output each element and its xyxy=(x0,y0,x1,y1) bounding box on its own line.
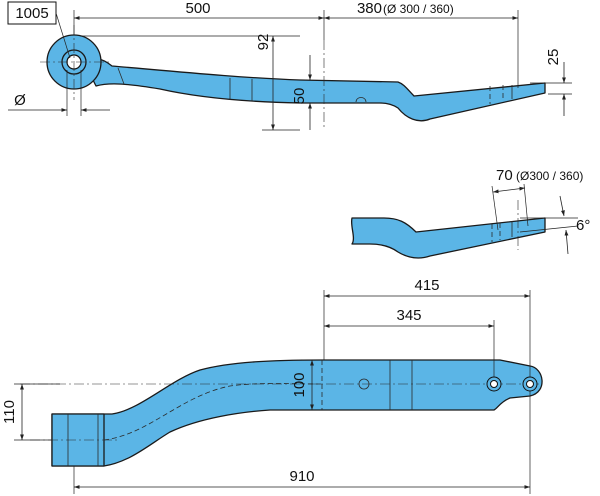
dim-label-110: 110 xyxy=(1,400,18,424)
dim-label-345: 345 xyxy=(396,307,421,324)
spring-leaf-body xyxy=(85,58,546,122)
center-hole xyxy=(358,378,370,390)
side-hidden-curve xyxy=(103,383,323,441)
dim-line-angle-top xyxy=(559,195,565,217)
dim-label-angle: 6° xyxy=(576,217,590,234)
hole-near-inner xyxy=(490,380,498,388)
eye-boss-side xyxy=(51,413,105,467)
center-bolt-mark xyxy=(355,97,367,103)
extension-line xyxy=(491,185,499,231)
dim-label-50: 50 xyxy=(291,88,308,105)
dim-label-415: 415 xyxy=(414,277,439,294)
dim-label-100: 100 xyxy=(291,372,308,397)
dim-line-angle-bottom xyxy=(564,229,569,255)
tip-detail-view: 70 (Ø300 / 360) 6° xyxy=(350,167,590,259)
dim-label-910: 910 xyxy=(289,468,314,485)
part-number: 1005 xyxy=(15,5,48,22)
hole-far-inner xyxy=(526,380,534,388)
top-view: 1005 500 380 (Ø 300 / 360) 92 50 25 Ø xyxy=(7,0,572,131)
tip-detail-body xyxy=(350,217,546,259)
dim-label-380: 380 xyxy=(357,0,382,17)
part-number-leader xyxy=(55,12,71,59)
extension-line xyxy=(519,225,579,233)
dim-label-70: 70 xyxy=(496,167,513,184)
dim-label-70-suffix: (Ø300 / 360) xyxy=(516,169,583,183)
dim-label-25: 25 xyxy=(545,49,562,66)
diameter-symbol: Ø xyxy=(14,92,26,109)
dim-label-380-suffix: (Ø 300 / 360) xyxy=(383,2,454,16)
side-view: 415 345 100 110 910 xyxy=(1,277,543,494)
leaf-edge-line xyxy=(117,67,125,85)
dim-label-500: 500 xyxy=(185,0,210,17)
dim-line-70 xyxy=(492,186,526,194)
dim-label-92: 92 xyxy=(255,34,272,51)
